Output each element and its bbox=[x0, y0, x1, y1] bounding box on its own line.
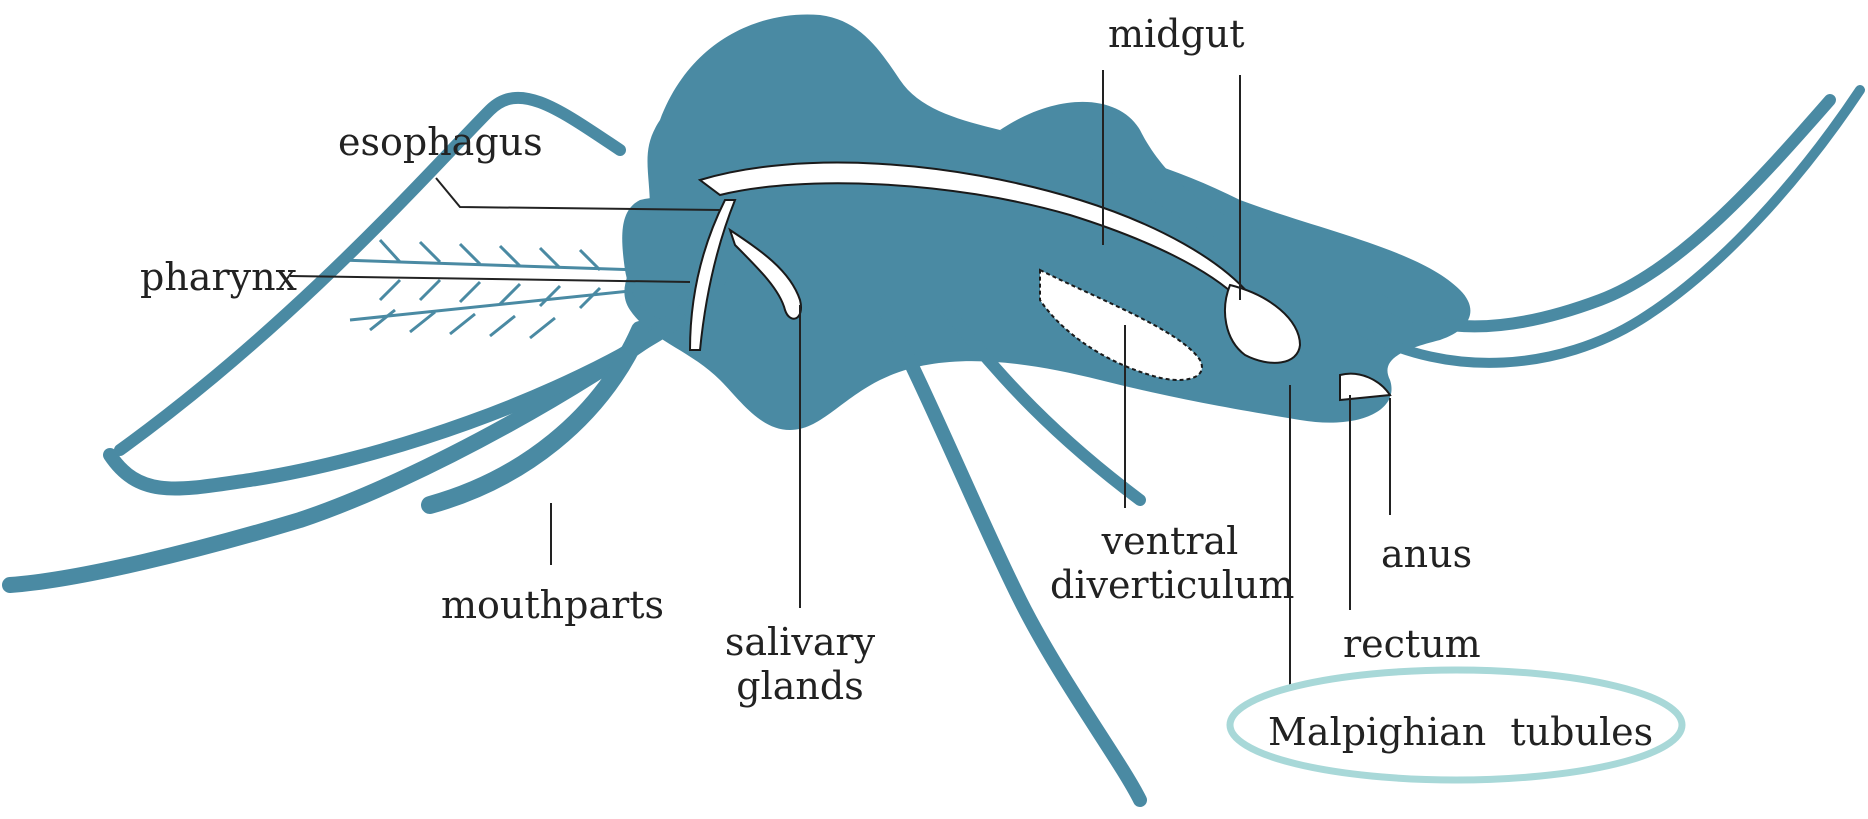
thorax bbox=[624, 14, 1470, 430]
label-rectum: rectum bbox=[1343, 622, 1481, 666]
label-salivary-glands: salivary glands bbox=[720, 620, 880, 708]
label-mouthparts: mouthparts bbox=[441, 583, 664, 627]
label-anus: anus bbox=[1381, 532, 1472, 576]
label-salivary-line1: salivary bbox=[720, 620, 880, 664]
label-ventral-line2: diverticulum bbox=[1050, 563, 1290, 607]
label-midgut: midgut bbox=[1108, 12, 1245, 56]
label-pharynx: pharynx bbox=[140, 255, 297, 299]
antenna bbox=[340, 240, 640, 338]
label-ventral-line1: ventral bbox=[1050, 519, 1290, 563]
leg-front bbox=[10, 300, 700, 585]
label-salivary-line2: glands bbox=[720, 664, 880, 708]
label-ventral-diverticulum: ventral diverticulum bbox=[1050, 519, 1290, 607]
label-malpighian-tubules: Malpighian tubules bbox=[1268, 710, 1653, 754]
label-esophagus: esophagus bbox=[338, 120, 543, 164]
